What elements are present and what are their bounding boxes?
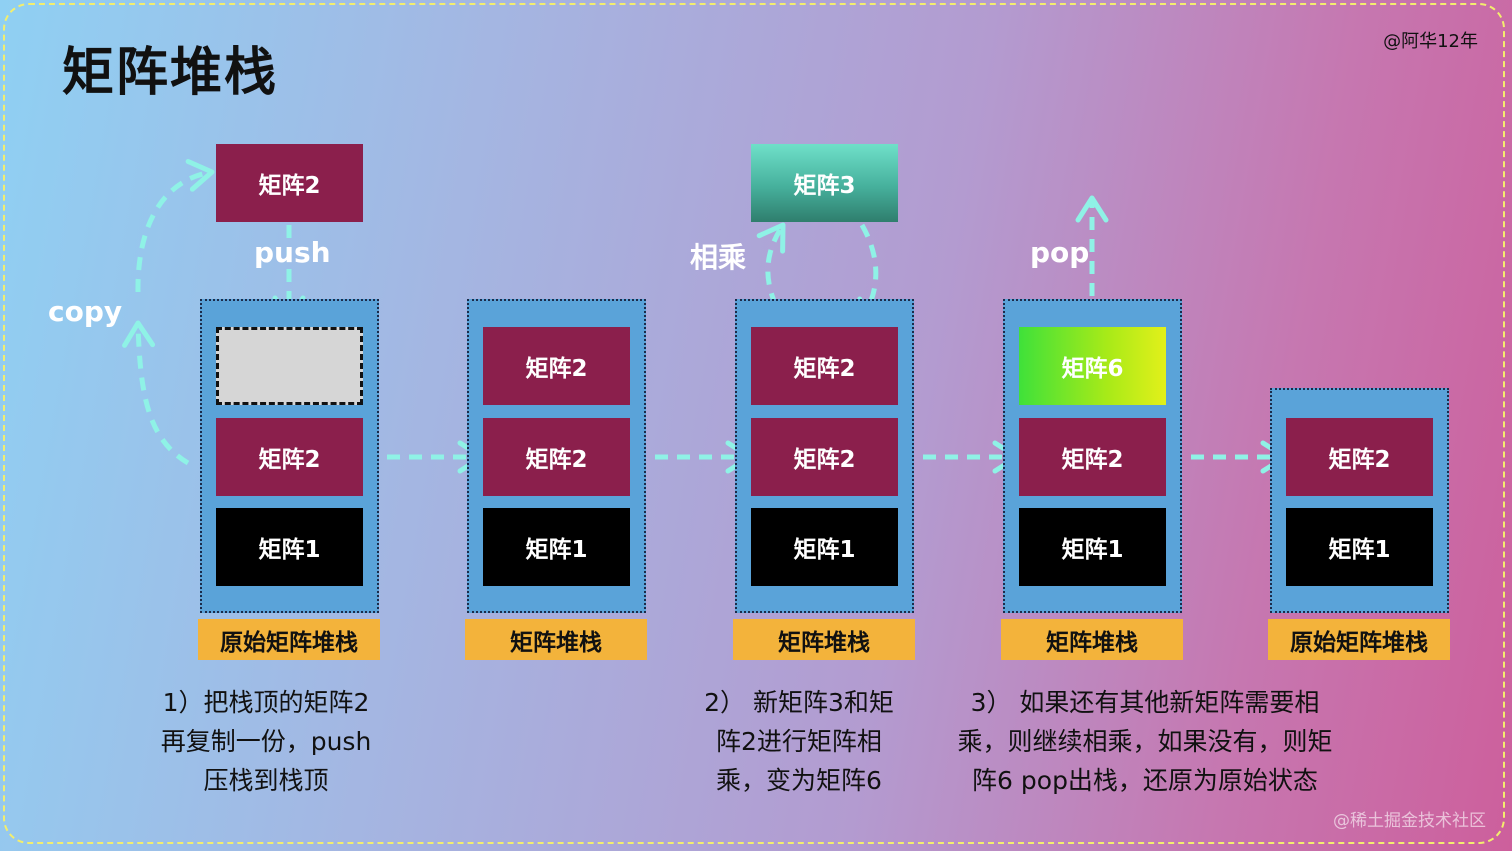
pop-label: pop bbox=[1030, 236, 1090, 269]
matrix-box: 矩阵6 bbox=[1019, 327, 1166, 405]
matrix-box: 矩阵1 bbox=[1019, 508, 1166, 586]
push-label: push bbox=[254, 236, 331, 269]
description-line: 乘，则继续相乘，如果没有，则矩 bbox=[957, 727, 1333, 756]
matrix-box: 矩阵2 bbox=[1286, 418, 1433, 496]
description-line: 1）把栈顶的矩阵2 bbox=[162, 688, 370, 717]
watermark: @稀土掘金技术社区 bbox=[1333, 811, 1486, 831]
matrix-box: 矩阵2 bbox=[1019, 418, 1166, 496]
stack-label: 矩阵堆栈 bbox=[733, 619, 915, 660]
description-line: 阵2进行矩阵相 bbox=[716, 727, 882, 756]
matrix-box: 矩阵2 bbox=[216, 418, 363, 496]
matrix-box: 矩阵1 bbox=[751, 508, 898, 586]
copy-label: copy bbox=[48, 295, 123, 328]
matrix-box: 矩阵1 bbox=[1286, 508, 1433, 586]
description-line: 阵6 pop出栈，还原为原始状态 bbox=[972, 766, 1318, 795]
multiply-label: 相乘 bbox=[690, 241, 747, 274]
description-line: 再复制一份，push bbox=[160, 727, 372, 756]
stack-label: 矩阵堆栈 bbox=[1001, 619, 1183, 660]
step-2-description: 2） 新矩阵3和矩 阵2进行矩阵相 乘，变为矩阵6 bbox=[692, 683, 906, 800]
description-line: 2） 新矩阵3和矩 bbox=[704, 688, 894, 717]
copy-arrow-up bbox=[122, 320, 190, 466]
step-3-description: 3） 如果还有其他新矩阵需要相 乘，则继续相乘，如果没有，则矩 阵6 pop出栈… bbox=[930, 683, 1360, 800]
page-title: 矩阵堆栈 bbox=[62, 43, 279, 103]
matrix-box: 矩阵1 bbox=[216, 508, 363, 586]
matrix-box: 矩阵2 bbox=[751, 327, 898, 405]
matrix-box: 矩阵1 bbox=[483, 508, 630, 586]
description-line: 压栈到栈顶 bbox=[203, 766, 329, 795]
new-matrix-box: 矩阵3 bbox=[751, 144, 898, 222]
stack-label: 原始矩阵堆栈 bbox=[1268, 619, 1450, 660]
stack-label: 矩阵堆栈 bbox=[465, 619, 647, 660]
description-line: 乘，变为矩阵6 bbox=[716, 766, 882, 795]
description-line: 3） 如果还有其他新矩阵需要相 bbox=[970, 688, 1320, 717]
stack-label: 原始矩阵堆栈 bbox=[198, 619, 380, 660]
matrix-box: 矩阵2 bbox=[483, 327, 630, 405]
author-credit: @阿华12年 bbox=[1383, 31, 1478, 52]
copy-arrow-to-top bbox=[135, 159, 215, 293]
pushed-matrix-box: 矩阵2 bbox=[216, 144, 363, 222]
empty-slot bbox=[216, 327, 363, 405]
step-1-description: 1）把栈顶的矩阵2 再复制一份，push 压栈到栈顶 bbox=[150, 683, 382, 800]
matrix-box: 矩阵2 bbox=[751, 418, 898, 496]
dashed-frame bbox=[3, 3, 1505, 844]
matrix-box: 矩阵2 bbox=[483, 418, 630, 496]
